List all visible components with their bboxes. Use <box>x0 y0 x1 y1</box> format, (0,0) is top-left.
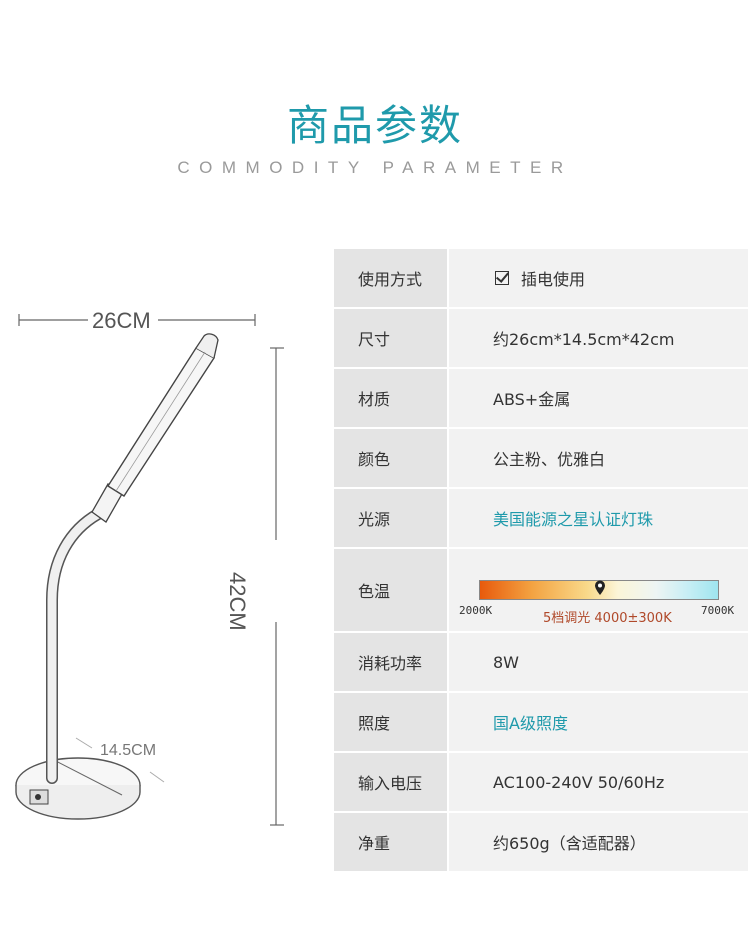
height-label: 42CM <box>225 572 250 631</box>
spec-row-size: 尺寸 约26cm*14.5cm*42cm <box>334 309 748 367</box>
spec-value: 插电使用 <box>449 249 748 307</box>
width-dimension-line <box>18 314 256 326</box>
spec-value: 2000K 5档调光 4000±300K 7000K <box>449 549 748 631</box>
spec-row-material: 材质 ABS+金属 <box>334 369 748 427</box>
spec-label: 尺寸 <box>334 309 447 367</box>
spec-value: 8W <box>449 633 748 691</box>
spec-table: 使用方式 插电使用 尺寸 约26cm*14.5cm*42cm 材质 ABS+金属… <box>334 249 748 873</box>
spec-label: 使用方式 <box>334 249 447 307</box>
spec-row-color: 颜色 公主粉、优雅白 <box>334 429 748 487</box>
spec-value: 约650g（含适配器） <box>449 813 748 871</box>
spec-label: 材质 <box>334 369 447 427</box>
checkbox-checked-icon <box>495 271 509 285</box>
color-temp-max: 7000K <box>701 604 735 617</box>
spec-value: 国A级照度 <box>449 693 748 751</box>
spec-label: 照度 <box>334 693 447 751</box>
spec-label: 光源 <box>334 489 447 547</box>
spec-row-voltage: 输入电压 AC100-240V 50/60Hz <box>334 753 748 811</box>
lamp-neck <box>46 508 104 784</box>
lamp-illustration <box>15 314 284 826</box>
lamp-head <box>107 333 219 497</box>
spec-row-light-source: 光源 美国能源之星认证灯珠 <box>334 489 748 547</box>
page-title: 商品参数 <box>286 101 463 150</box>
spec-row-color-temp: 色温 2000K 5档调光 4000±300K 7000K <box>334 549 748 631</box>
lamp-base <box>15 757 141 820</box>
height-dimension-line <box>270 347 284 826</box>
spec-label: 输入电压 <box>334 753 447 811</box>
color-temp-scale: 2000K 5档调光 4000±300K 7000K <box>449 549 748 631</box>
width-label: 26CM <box>92 308 151 333</box>
spec-row-weight: 净重 约650g（含适配器） <box>334 813 748 871</box>
color-temp-min: 2000K <box>459 604 493 617</box>
spec-label: 消耗功率 <box>334 633 447 691</box>
spec-value: 约26cm*14.5cm*42cm <box>449 309 748 367</box>
spec-value: AC100-240V 50/60Hz <box>449 753 748 811</box>
spec-value-text: 插电使用 <box>521 270 586 289</box>
color-temp-note: 5档调光 4000±300K <box>543 611 672 626</box>
spec-value: 美国能源之星认证灯珠 <box>449 489 748 547</box>
base-label: 14.5CM <box>100 742 157 759</box>
spec-row-illuminance: 照度 国A级照度 <box>334 693 748 751</box>
spec-value: ABS+金属 <box>449 369 748 427</box>
spec-label: 净重 <box>334 813 447 871</box>
spec-row-power: 消耗功率 8W <box>334 633 748 691</box>
base-dimension-line <box>75 737 165 783</box>
spec-label: 色温 <box>334 549 447 631</box>
spec-label: 颜色 <box>334 429 447 487</box>
map-pin-icon <box>595 580 605 595</box>
spec-value: 公主粉、优雅白 <box>449 429 748 487</box>
page-subtitle: COMMODITY PARAMETER <box>177 158 573 177</box>
spec-row-usage: 使用方式 插电使用 <box>334 249 748 307</box>
